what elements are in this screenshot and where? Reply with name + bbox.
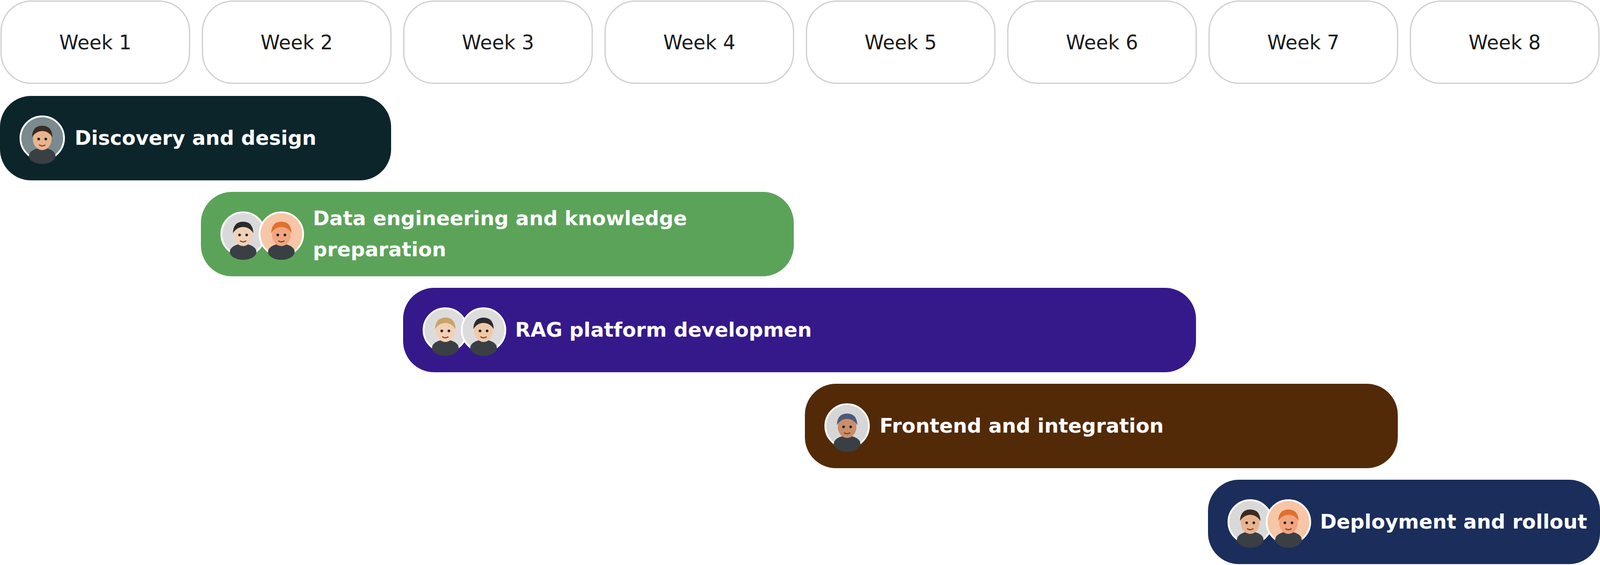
week-pill: Week 4 xyxy=(604,0,795,84)
week-label: Week 6 xyxy=(1065,31,1139,54)
week-label: Week 5 xyxy=(864,31,937,54)
task-bar: Discovery and design xyxy=(0,96,392,181)
week-pill: Week 3 xyxy=(403,0,593,84)
avatar-icon xyxy=(824,403,871,450)
task-label: Frontend and integration xyxy=(879,410,1164,442)
avatar-icon xyxy=(1265,499,1312,546)
week-pill: Week 6 xyxy=(1007,0,1197,84)
week-label: Week 7 xyxy=(1267,31,1340,54)
week-pill: Week 2 xyxy=(201,0,392,84)
week-pill: Week 8 xyxy=(1409,0,1600,84)
task-bar: Data engineering and knowledge preparati… xyxy=(200,192,794,277)
week-label: Week 3 xyxy=(461,31,535,54)
task-bar: Deployment and rollout xyxy=(1208,480,1600,565)
week-label: Week 2 xyxy=(260,31,333,54)
week-label: Week 8 xyxy=(1468,31,1541,54)
task-label: Data engineering and knowledge preparati… xyxy=(312,203,758,266)
week-label: Week 1 xyxy=(59,31,132,54)
task-label: RAG platform developmen xyxy=(515,314,812,346)
task-label: Deployment and rollout xyxy=(1320,506,1588,538)
week-pill: Week 5 xyxy=(805,0,996,84)
avatar-icon xyxy=(258,211,305,258)
task-label: Discovery and design xyxy=(74,122,317,154)
avatar-icon xyxy=(460,307,507,354)
task-bar: RAG platform developmen xyxy=(403,288,1196,373)
week-pill: Week 1 xyxy=(0,0,191,84)
avatar-icon xyxy=(19,115,66,162)
week-label: Week 4 xyxy=(663,31,736,54)
task-bar: Frontend and integration xyxy=(804,384,1398,469)
week-pill: Week 7 xyxy=(1208,0,1399,84)
